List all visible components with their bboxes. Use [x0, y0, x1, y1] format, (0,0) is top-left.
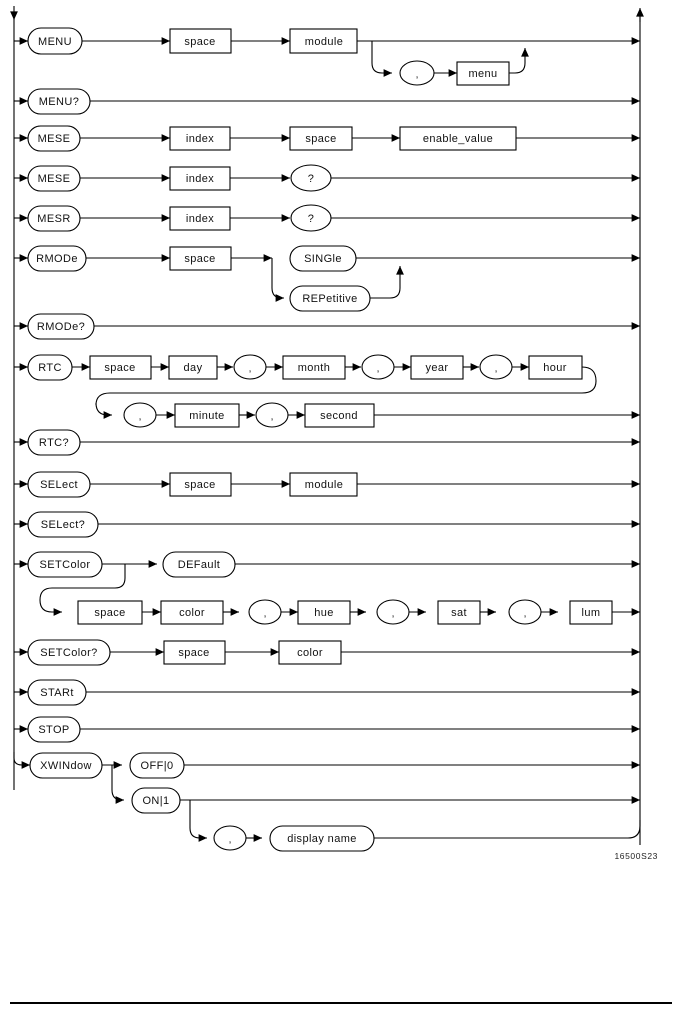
node-rtc-comma-1-label: ,	[249, 364, 252, 375]
row-rtc-query: RTC?	[14, 429, 641, 456]
row-select-query: SELect?	[14, 511, 641, 538]
row-setcolor: SETColor DEFault space color , hue , sat	[14, 551, 641, 625]
node-select-query-label: SELect?	[41, 519, 85, 531]
node-rtc-query-label: RTC?	[39, 437, 69, 449]
row-stop: STOP	[14, 716, 641, 743]
node-rmode-label: RMODe	[36, 253, 78, 265]
node-rtc-comma-4-label: ,	[139, 412, 142, 423]
node-mese-query-index-label: index	[186, 173, 214, 185]
node-menu-menu-label: menu	[468, 68, 497, 80]
node-setcolor-comma-1-label: ,	[264, 609, 267, 620]
node-menu-label: MENU	[38, 36, 72, 48]
node-rtc-minute-label: minute	[189, 410, 224, 422]
row-menu-query: MENU?	[14, 88, 641, 115]
node-menu-space-label: space	[184, 36, 215, 48]
row-mese-query: MESE index ?	[14, 164, 641, 192]
node-setcolor-comma-3-label: ,	[524, 609, 527, 620]
node-select-label: SELect	[40, 479, 78, 491]
node-menu-space[interactable]	[169, 28, 232, 54]
node-rtc-comma-3-label: ,	[495, 364, 498, 375]
node-mese-set-label: MESE	[38, 133, 71, 145]
row-menu: MENU space module , menu	[14, 27, 641, 86]
node-mese-query-qmark-label: ?	[308, 173, 315, 185]
row-xwindow: XWINdow OFF|0 ON|1 , display name	[13, 752, 641, 852]
node-rtc-second-label: second	[320, 410, 358, 422]
node-xwindow-comma-label: ,	[229, 835, 232, 846]
node-setcolor-query-space-label: space	[178, 647, 209, 659]
node-mesr-index-label: index	[186, 213, 214, 225]
node-rtc-year-label: year	[426, 362, 449, 374]
figure-id-label: 16500S23	[614, 851, 658, 861]
row-rtc: RTC space day , month , year , hour	[14, 354, 641, 428]
node-rmode-repetitive-label: REPetitive	[302, 293, 357, 305]
node-setcolor-comma-2-label: ,	[392, 609, 395, 620]
node-rtc-label: RTC	[38, 362, 62, 374]
node-select-space-label: space	[184, 479, 215, 491]
node-rtc-hour-label: hour	[543, 362, 567, 374]
row-select: SELect space module	[14, 471, 641, 498]
node-mese-query-label: MESE	[38, 173, 71, 185]
node-rmode-space-label: space	[184, 253, 215, 265]
node-menu-query-label: MENU?	[39, 96, 80, 108]
node-rtc-comma-5-label: ,	[271, 412, 274, 423]
node-setcolor-lum-label: lum	[582, 607, 601, 619]
node-setcolor-label: SETColor	[40, 559, 91, 571]
node-mesr-query-label: MESR	[37, 213, 70, 225]
node-xwindow-on-label: ON|1	[142, 795, 169, 807]
node-mesr-qmark-label: ?	[308, 213, 315, 225]
node-rmode-query-label: RMODe?	[37, 321, 85, 333]
row-rmode-query: RMODe?	[14, 313, 641, 340]
node-xwindow-label: XWINdow	[40, 760, 92, 772]
node-setcolor-default-label: DEFault	[178, 559, 221, 571]
node-stop-label: STOP	[38, 724, 69, 736]
node-xwindow-off-label: OFF|0	[141, 760, 174, 772]
node-setcolor-color-label: color	[179, 607, 205, 619]
node-menu-comma-label: ,	[416, 70, 419, 81]
row-mese-set: MESE index space enable_value	[14, 125, 641, 152]
node-mese-space-label: space	[305, 133, 336, 145]
row-mesr-query: MESR index ?	[14, 204, 641, 232]
node-mese-enable-value-label: enable_value	[423, 133, 493, 145]
node-menu-module[interactable]	[289, 28, 358, 54]
row-start: STARt	[14, 679, 641, 706]
node-rtc-comma-2-label: ,	[377, 364, 380, 375]
node-xwindow-display-name-label: display name	[287, 833, 357, 845]
node-start-label: STARt	[40, 687, 74, 699]
node-menu-module-label: module	[305, 36, 343, 48]
row-setcolor-query: SETColor? space color	[14, 639, 641, 666]
node-rtc-space-label: space	[104, 362, 135, 374]
node-setcolor-query-label: SETColor?	[40, 647, 97, 659]
node-setcolor-hue-label: hue	[314, 607, 334, 619]
row-rmode: RMODe space SINGle REPetitive	[14, 245, 641, 312]
node-rtc-day-label: day	[184, 362, 203, 374]
node-rtc-month-label: month	[298, 362, 331, 374]
node-mese-index-label: index	[186, 133, 214, 145]
node-setcolor-query-color-label: color	[297, 647, 323, 659]
node-select-module-label: module	[305, 479, 343, 491]
node-setcolor-sat-label: sat	[451, 607, 467, 619]
node-rmode-single-label: SINGle	[304, 253, 342, 265]
page-bottom-rule	[10, 1002, 672, 1004]
node-setcolor-space-label: space	[94, 607, 125, 619]
